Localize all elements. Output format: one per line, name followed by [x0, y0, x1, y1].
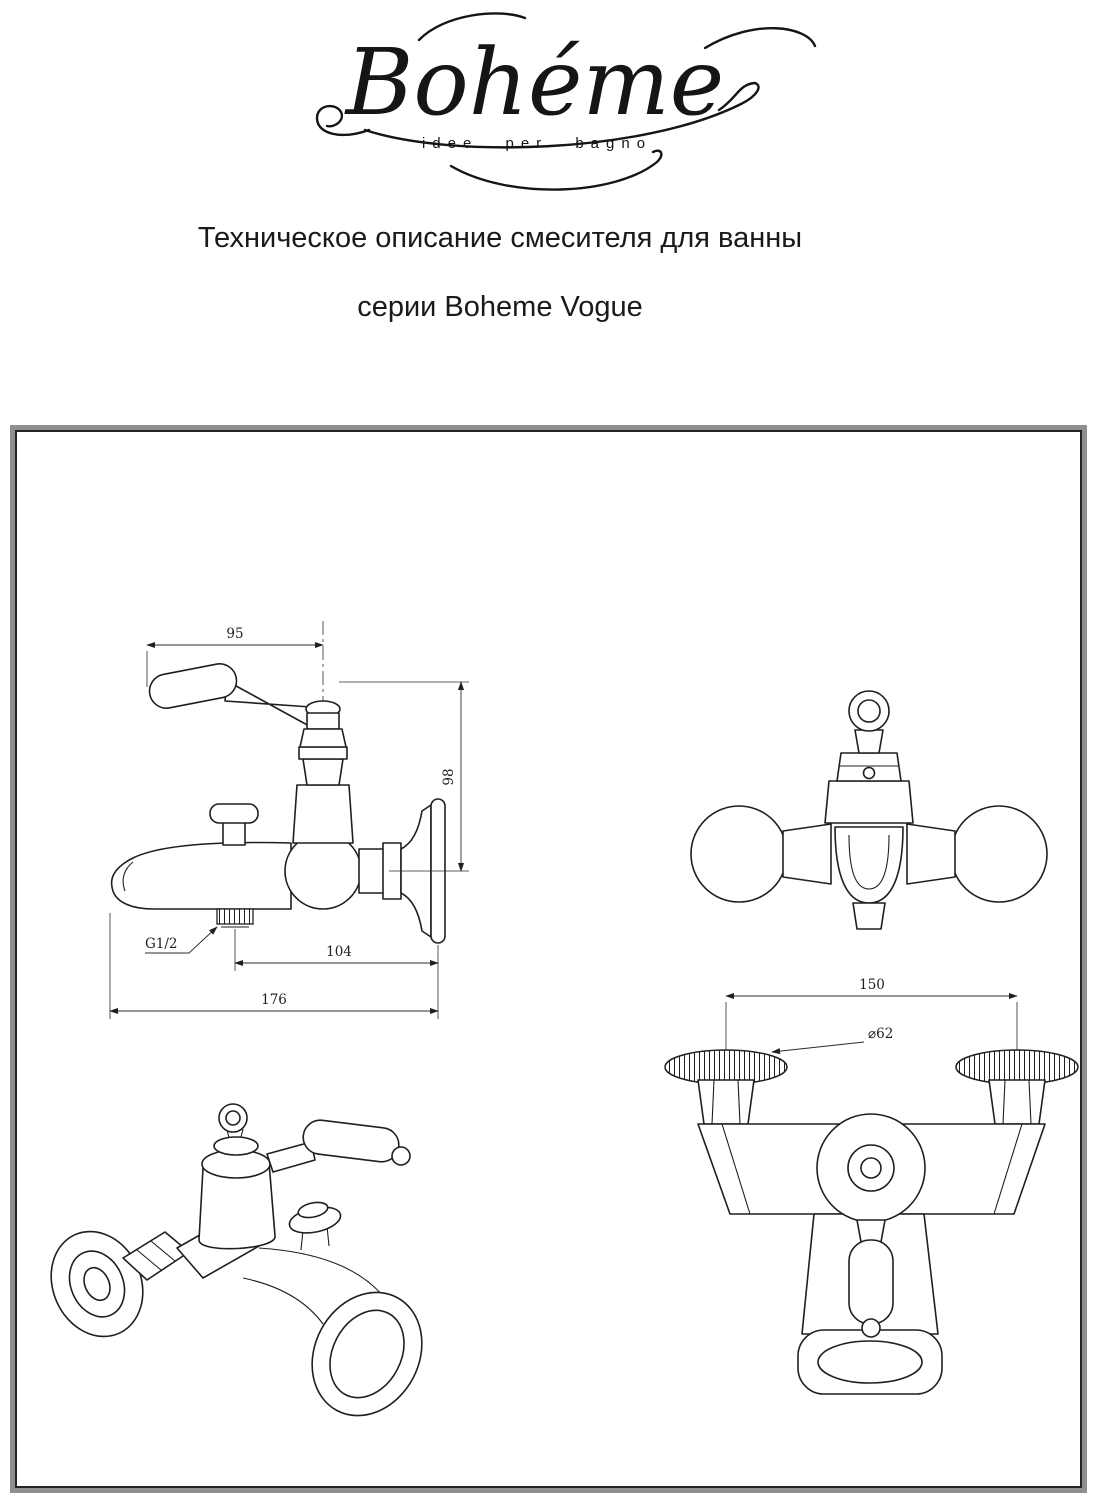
thread-label-text: G1/2 — [145, 936, 178, 952]
wall-flange-perspective — [50, 1230, 144, 1338]
front-view-drawing: 150 ⌀62 — [664, 977, 1079, 1395]
dim-98-label: 98 — [441, 768, 457, 785]
handle-rosette — [816, 1113, 926, 1223]
dimension-98: 98 — [339, 681, 469, 872]
lever-handle — [148, 663, 347, 748]
drawing-frame: 95 98 G1/2 1 — [10, 425, 1087, 1493]
mount-flanges — [664, 1049, 1079, 1125]
mixer-body-top — [824, 729, 914, 824]
aerator-thread — [216, 908, 254, 928]
logo-flourish-right — [703, 27, 816, 50]
brand-name: Bohéme — [343, 29, 723, 136]
handle-ring — [848, 690, 890, 732]
logo-flourish-bottom — [449, 149, 663, 191]
brand-tagline: idee per bagno — [421, 135, 651, 152]
dim-176-label: 176 — [261, 992, 287, 1008]
mixer-body — [284, 746, 362, 910]
perspective-view-drawing — [50, 1103, 423, 1417]
dimension-150: 150 — [725, 977, 1018, 1056]
dim-dia62-label: ⌀62 — [868, 1026, 893, 1042]
dim-150-label: 150 — [859, 977, 885, 993]
dimension-104: 104 — [234, 929, 439, 971]
spout — [110, 841, 292, 910]
brand-logo: Bohéme idee per bagno — [0, 4, 1097, 204]
side-view-drawing: 95 98 G1/2 1 — [109, 621, 469, 1019]
thread-label: G1/2 — [145, 926, 218, 954]
diverter-knob-perspective — [288, 1201, 342, 1251]
dim-95-label: 95 — [226, 626, 243, 642]
technical-drawing: 95 98 G1/2 1 — [50, 621, 1079, 1417]
spout-top-view — [834, 826, 904, 930]
brand-logo-art: Bohéme idee per bagno — [315, 12, 816, 191]
lever-handle-front — [848, 1219, 894, 1338]
mixer-body-perspective — [198, 1103, 276, 1250]
dimension-95: 95 — [146, 626, 324, 687]
dim-104-label: 104 — [326, 944, 352, 960]
diverter-knob — [209, 803, 259, 846]
drawing-frame-inner: 95 98 G1/2 1 — [15, 430, 1082, 1488]
document-title: Техническое описание смесителя для ванны… — [60, 222, 940, 324]
connection-arms — [782, 823, 956, 885]
lever-handle-perspective — [266, 1119, 411, 1173]
title-line-2: серии Boheme Vogue — [357, 291, 643, 323]
title-line-1: Техническое описание смесителя для ванны — [197, 222, 803, 254]
logo-flourish-top — [417, 12, 526, 42]
plan-view-drawing — [690, 690, 1048, 930]
dimension-dia62: ⌀62 — [771, 1026, 893, 1055]
logo-flourish-left-curl — [315, 104, 370, 137]
spout-perspective — [242, 1247, 423, 1417]
logo-flourish-underline — [363, 81, 760, 149]
dimension-176: 176 — [109, 913, 439, 1019]
